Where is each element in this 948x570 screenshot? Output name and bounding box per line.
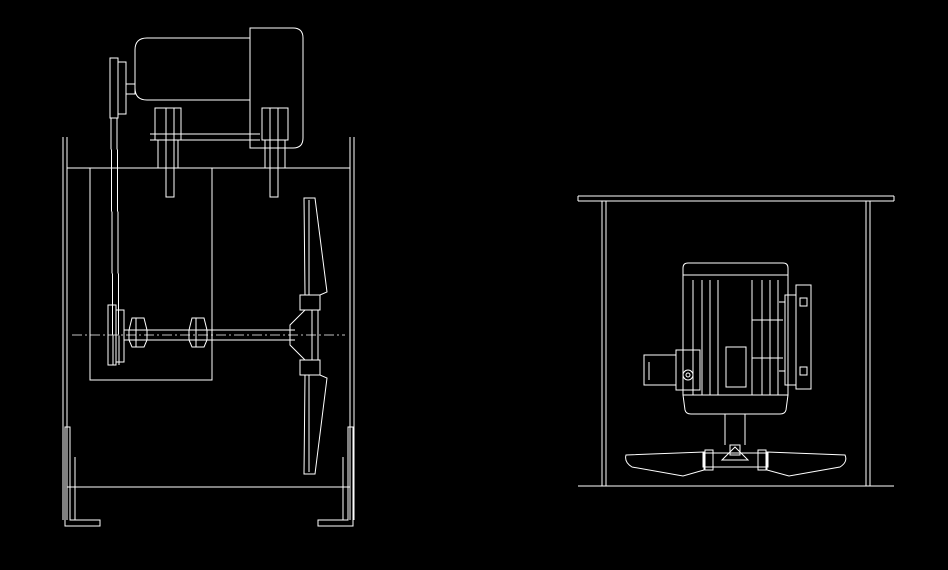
- front-terminal-box: [725, 346, 747, 388]
- front-motor-body: [682, 262, 789, 415]
- side-motor-mount-left: [154, 107, 182, 198]
- side-v-belt: [110, 117, 120, 366]
- side-bearing-2: [188, 317, 208, 348]
- side-motor-mount-right: [261, 107, 289, 198]
- front-housing-frame: [577, 195, 895, 487]
- front-shaft: [724, 414, 746, 456]
- side-bearing-1: [128, 317, 148, 348]
- side-fan-blade: [303, 197, 328, 475]
- front-fan-hub: [702, 446, 769, 471]
- front-fan-blade-right: [766, 451, 847, 477]
- side-elevation-view: [62, 27, 355, 527]
- front-mounting-bracket: [779, 284, 812, 390]
- side-left-support-angle: [64, 426, 101, 527]
- side-motor-pulley: [109, 57, 136, 119]
- side-right-support-angle: [317, 426, 354, 527]
- front-junction-box: [643, 349, 701, 391]
- side-housing-frame: [62, 137, 355, 520]
- front-elevation-view: [577, 195, 895, 487]
- side-bearing-plate: [89, 167, 213, 381]
- side-shaft: [124, 329, 295, 341]
- front-fan-blade-left: [625, 451, 705, 477]
